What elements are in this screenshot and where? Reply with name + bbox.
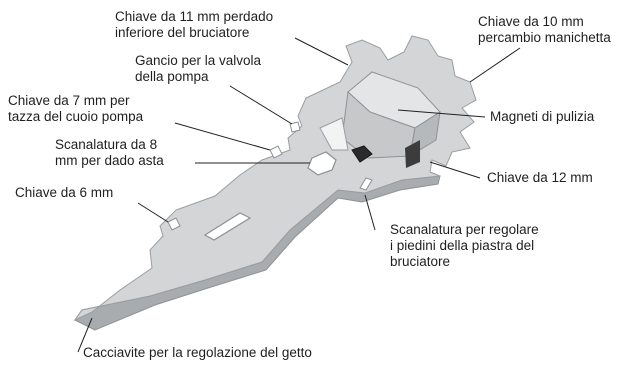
label-wrench-7mm-line1: Chiave da 7 mm per xyxy=(8,93,130,108)
label-wrench-6mm-line1: Chiave da 6 mm xyxy=(15,185,114,200)
label-burner-feet-slot-line3: bruciatore xyxy=(390,254,451,269)
rectangular-slot xyxy=(203,212,252,241)
notch-6mm xyxy=(167,217,181,231)
notch-7mm xyxy=(269,145,283,159)
leader-12mm xyxy=(429,161,481,179)
leader-cacciavite xyxy=(77,317,93,353)
leader-magneti xyxy=(397,109,486,118)
label-burner-feet-slot: Scanalatura per regolare i piedini della… xyxy=(390,222,539,270)
label-pump-valve-hook-line2: della pompa xyxy=(135,69,209,84)
label-pump-valve-hook: Gancio per la valvola della pompa xyxy=(135,53,261,85)
label-wrench-6mm: Chiave da 6 mm xyxy=(15,185,113,201)
magnet-dark-strip xyxy=(405,140,420,168)
label-jet-screwdriver-line1: Cacciavite per la regolazione del getto xyxy=(83,345,312,360)
leader-10mm xyxy=(469,47,521,83)
label-cleaning-magnets-line1: Magneti di pulizia xyxy=(490,109,595,124)
magnet-bevel xyxy=(319,117,349,151)
label-jet-screwdriver: Cacciavite per la regolazione del getto xyxy=(83,345,312,361)
label-wrench-12mm-line1: Chiave da 12 mm xyxy=(487,170,593,185)
label-burner-feet-slot-line1: Scanalatura per regolare xyxy=(390,222,539,237)
label-wrench-7mm: Chiave da 7 mm per tazza del cuoio pompa xyxy=(8,93,143,125)
label-slot-8mm: Scanalatura da 8 mm per dado asta xyxy=(55,137,164,169)
label-wrench-10mm-line1: Chiave da 10 mm xyxy=(478,14,584,29)
label-wrench-11mm-line2: inferiore del bruciatore xyxy=(115,25,250,40)
leader-11mm xyxy=(294,37,349,66)
leader-lines xyxy=(77,37,521,353)
leader-6mm xyxy=(137,202,169,223)
hook-notch xyxy=(289,121,301,133)
label-burner-feet-slot-line2: i piedini della piastra del xyxy=(390,238,535,253)
label-cleaning-magnets: Magneti di pulizia xyxy=(490,109,594,125)
magnet-block xyxy=(319,71,441,168)
label-wrench-10mm-line2: percambio manichetta xyxy=(478,30,611,45)
label-wrench-11mm: Chiave da 11 mm perdado inferiore del br… xyxy=(115,9,273,41)
label-wrench-12mm: Chiave da 12 mm xyxy=(487,170,593,186)
label-wrench-10mm: Chiave da 10 mm percambio manichetta xyxy=(478,14,611,46)
feet-slot xyxy=(359,177,373,191)
label-slot-8mm-line2: mm per dado asta xyxy=(55,153,164,168)
hex-slot xyxy=(307,151,337,176)
leader-piedini xyxy=(364,194,376,231)
leader-gancio xyxy=(229,85,293,125)
label-wrench-7mm-line2: tazza del cuoio pompa xyxy=(8,109,144,124)
magnet-dark-face xyxy=(351,145,373,163)
label-wrench-11mm-line1: Chiave da 11 mm perdado xyxy=(115,9,274,24)
label-pump-valve-hook-line1: Gancio per la valvola xyxy=(135,53,262,68)
label-slot-8mm-line1: Scanalatura da 8 xyxy=(55,137,158,152)
leader-7mm xyxy=(174,122,271,151)
